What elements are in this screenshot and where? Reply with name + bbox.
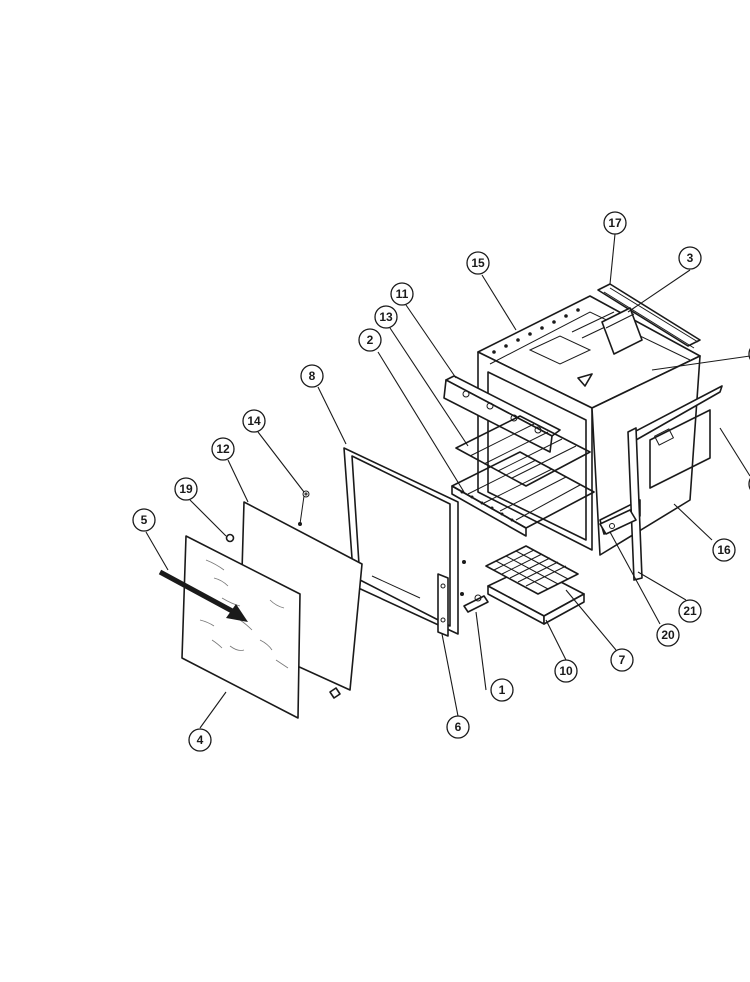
door-inner-frame	[343, 447, 466, 637]
callout-label: 2	[367, 333, 374, 347]
callout-label: 17	[608, 216, 622, 230]
upper-oven-rack	[455, 415, 591, 487]
cavity-mounting-holes	[492, 308, 580, 354]
rack-perforations	[460, 490, 514, 522]
callout-2: 2	[358, 328, 382, 352]
screw-14	[304, 492, 308, 496]
callout-13: 13	[374, 305, 398, 329]
door-glass-panel	[158, 535, 301, 719]
callout-label: 21	[683, 604, 697, 618]
callout-label: 20	[661, 628, 675, 642]
callout-3: 3	[678, 246, 702, 270]
callout-label: 13	[379, 310, 393, 324]
installation-arrow	[158, 569, 248, 622]
callout-label: 15	[471, 256, 485, 270]
callout-6: 6	[446, 715, 470, 739]
oven-cavity-body	[477, 295, 701, 556]
top-bracket	[601, 307, 643, 355]
callout-7: 7	[610, 648, 634, 672]
callout-label: 8	[309, 369, 316, 383]
callout-label: 4	[197, 733, 204, 747]
callout-8: 8	[300, 364, 324, 388]
top-rail	[597, 283, 701, 349]
callout-1: 1	[490, 678, 514, 702]
callout-4: 4	[188, 728, 212, 752]
callout-label: 1	[499, 683, 506, 697]
door-hinge	[463, 594, 489, 613]
trim-strip	[627, 427, 643, 581]
broiler-grid	[485, 545, 579, 595]
callout-label: 16	[717, 543, 731, 557]
callout-21: 21	[678, 599, 702, 623]
lower-oven-rack	[451, 451, 595, 537]
callout-11: 11	[390, 282, 414, 306]
leader-lines	[145, 233, 750, 729]
callout-label: 10	[559, 664, 573, 678]
callout-label: 3	[687, 251, 694, 265]
callout-label: 6	[455, 720, 462, 734]
callout-15: 15	[466, 251, 490, 275]
callout-5: 5	[132, 508, 156, 532]
screw	[225, 533, 235, 543]
callout-label: 14	[247, 414, 261, 428]
callout-14: 14	[242, 409, 266, 433]
callout-label: 11	[396, 287, 409, 301]
callout-17: 17	[603, 211, 627, 235]
callouts: 1 2 3 4 5 6 7 8 10 11 12 13 14 15 16 17 …	[132, 211, 750, 752]
callout-label: 12	[216, 442, 230, 456]
lower-bracket	[599, 509, 637, 535]
callout-label: 5	[141, 513, 148, 527]
callout-20: 20	[656, 623, 680, 647]
callout-10: 10	[554, 659, 578, 683]
callout-label: 19	[179, 482, 193, 496]
callout-16: 16	[712, 538, 736, 562]
callout-19: 19	[174, 477, 198, 501]
callout-label: 7	[619, 653, 626, 667]
callout-12: 12	[211, 437, 235, 461]
